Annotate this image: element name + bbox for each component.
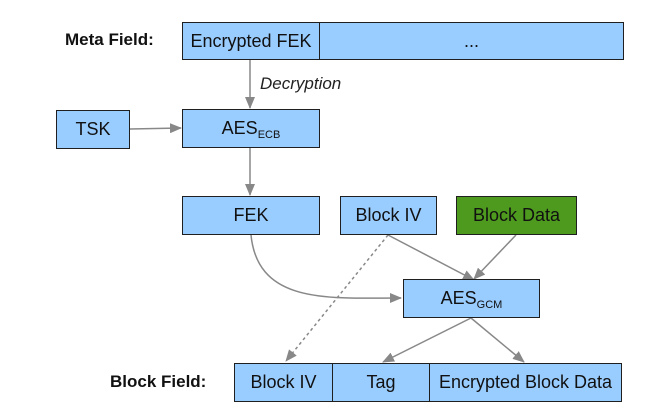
arrow-aes-gcm-to-tag: [382, 317, 472, 363]
block-field-iv-box: Block IV: [234, 363, 333, 402]
arrow-block-data-to-aes-gcm: [473, 234, 517, 280]
block-field-label: Block Field:: [110, 372, 207, 391]
aes-ecb-main: AES: [221, 118, 258, 138]
encrypted-fek-box: Encrypted FEK: [182, 22, 320, 60]
arrow-aes-gcm-to-encrypted-block-data: [470, 317, 525, 363]
decryption-label: Decryption: [260, 74, 342, 93]
meta-field-label: Meta Field:: [65, 30, 154, 49]
block-data-box: Block Data: [456, 196, 577, 235]
block-iv-box: Block IV: [340, 196, 437, 235]
block-field-tag-box: Tag: [332, 363, 430, 402]
aes-gcm-subscript: GCM: [476, 298, 503, 311]
arrow-tsk-to-aes-ecb: [129, 123, 182, 134]
meta-field-ellipsis-box: ...: [319, 22, 624, 60]
arrow-fek-to-aes-gcm: [250, 234, 402, 304]
aes-gcm-main: AES: [440, 288, 477, 308]
tsk-box: TSK: [56, 110, 130, 149]
block-field-encrypted-data-box: Encrypted Block Data: [429, 363, 622, 402]
arrow-block-iv-to-aes-gcm: [387, 234, 475, 281]
aes-ecb-subscript: ECB: [257, 128, 281, 141]
fek-box: FEK: [182, 196, 320, 235]
